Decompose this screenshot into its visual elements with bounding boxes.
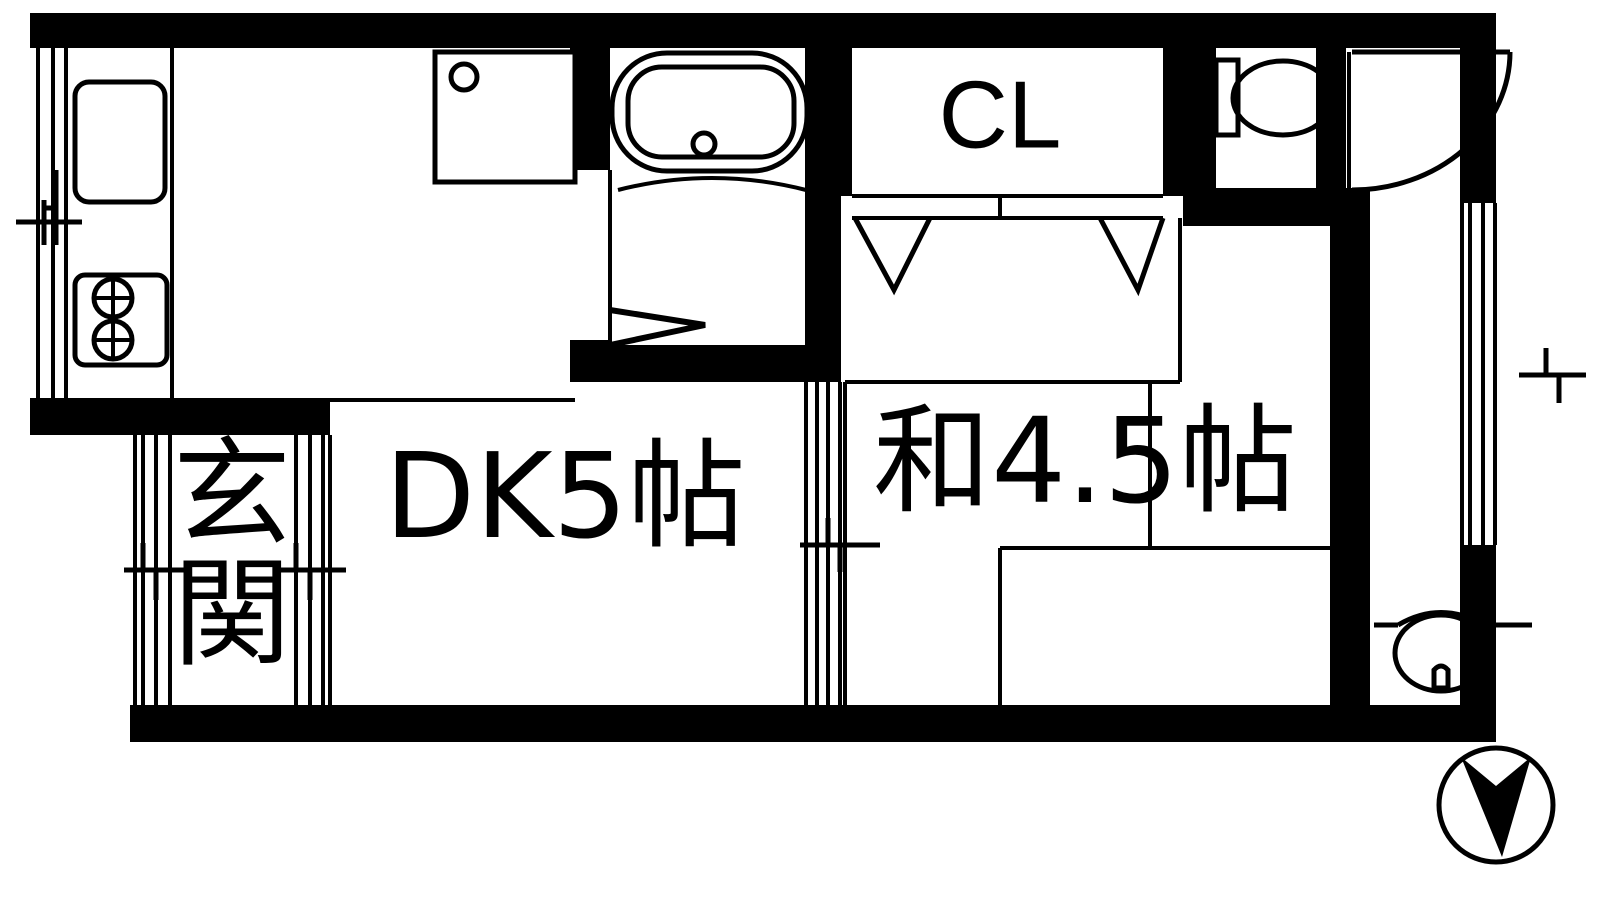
- sliding-partition-door[interactable]: [800, 382, 880, 710]
- room-label-genkan: 玄: [173, 425, 291, 563]
- wall-kitchen-bottom: [30, 398, 330, 435]
- room-label-washitsu: 和4.5帖: [873, 392, 1297, 530]
- basin-faucet: [1431, 663, 1451, 691]
- wall-cl-left: [838, 48, 852, 196]
- room-label-genkan-2: 関: [173, 545, 291, 683]
- sink-basin: [72, 79, 168, 205]
- kitchen-sink: [72, 79, 168, 205]
- washing-machine-space: [432, 49, 578, 185]
- wall-bath-right: [805, 48, 841, 382]
- toilet: [1213, 57, 1336, 138]
- bathtub-inner: [625, 64, 797, 160]
- bathtub-outer: [609, 50, 810, 174]
- bathroom: [608, 50, 810, 348]
- gas-stove-two-burner: [72, 272, 170, 368]
- wall-toilet-left: [1183, 48, 1216, 196]
- wall-washitsu-right: [1330, 188, 1368, 708]
- wall-right-upper: [1460, 13, 1496, 203]
- kitchen-window[interactable]: [16, 48, 82, 400]
- basin-bowl: [1392, 612, 1490, 694]
- wash-basin: [1374, 610, 1532, 694]
- toilet-door-swing-arc: [1351, 51, 1513, 193]
- burner-cross-1: [94, 281, 132, 315]
- toilet-swing-door[interactable]: [1347, 49, 1513, 193]
- washer-drain: [448, 61, 480, 93]
- room-label-cl: CL: [939, 61, 1062, 168]
- wall-kitchen-left: [30, 13, 38, 48]
- toilet-tank: [1213, 57, 1241, 138]
- burner-cross-2: [94, 323, 132, 357]
- wall-bottom-outer: [130, 705, 1496, 742]
- balcony-sliding-window[interactable]: [1468, 203, 1586, 545]
- closet-cl: [852, 196, 1182, 382]
- south-compass: [1436, 745, 1556, 865]
- cl-folding-door-right[interactable]: [1097, 216, 1166, 297]
- bathroom-folding-door[interactable]: [609, 307, 706, 348]
- toilet-bowl: [1230, 58, 1336, 138]
- compass-needle: [1461, 757, 1531, 857]
- cl-folding-door-left[interactable]: [852, 216, 933, 296]
- stove-top: [72, 272, 170, 368]
- washer-pan: [432, 49, 578, 185]
- bathtub-apron: [617, 176, 807, 192]
- room-label-dk: DK5帖: [384, 427, 745, 565]
- wall-top-outer: [30, 13, 1496, 48]
- wall-toilet-bottom: [1183, 188, 1346, 226]
- entrance-sliding-door[interactable]: [124, 435, 346, 710]
- wall-bath-bottom: [570, 345, 820, 382]
- wall-group: [30, 13, 1496, 742]
- bathtub-drain: [690, 130, 718, 158]
